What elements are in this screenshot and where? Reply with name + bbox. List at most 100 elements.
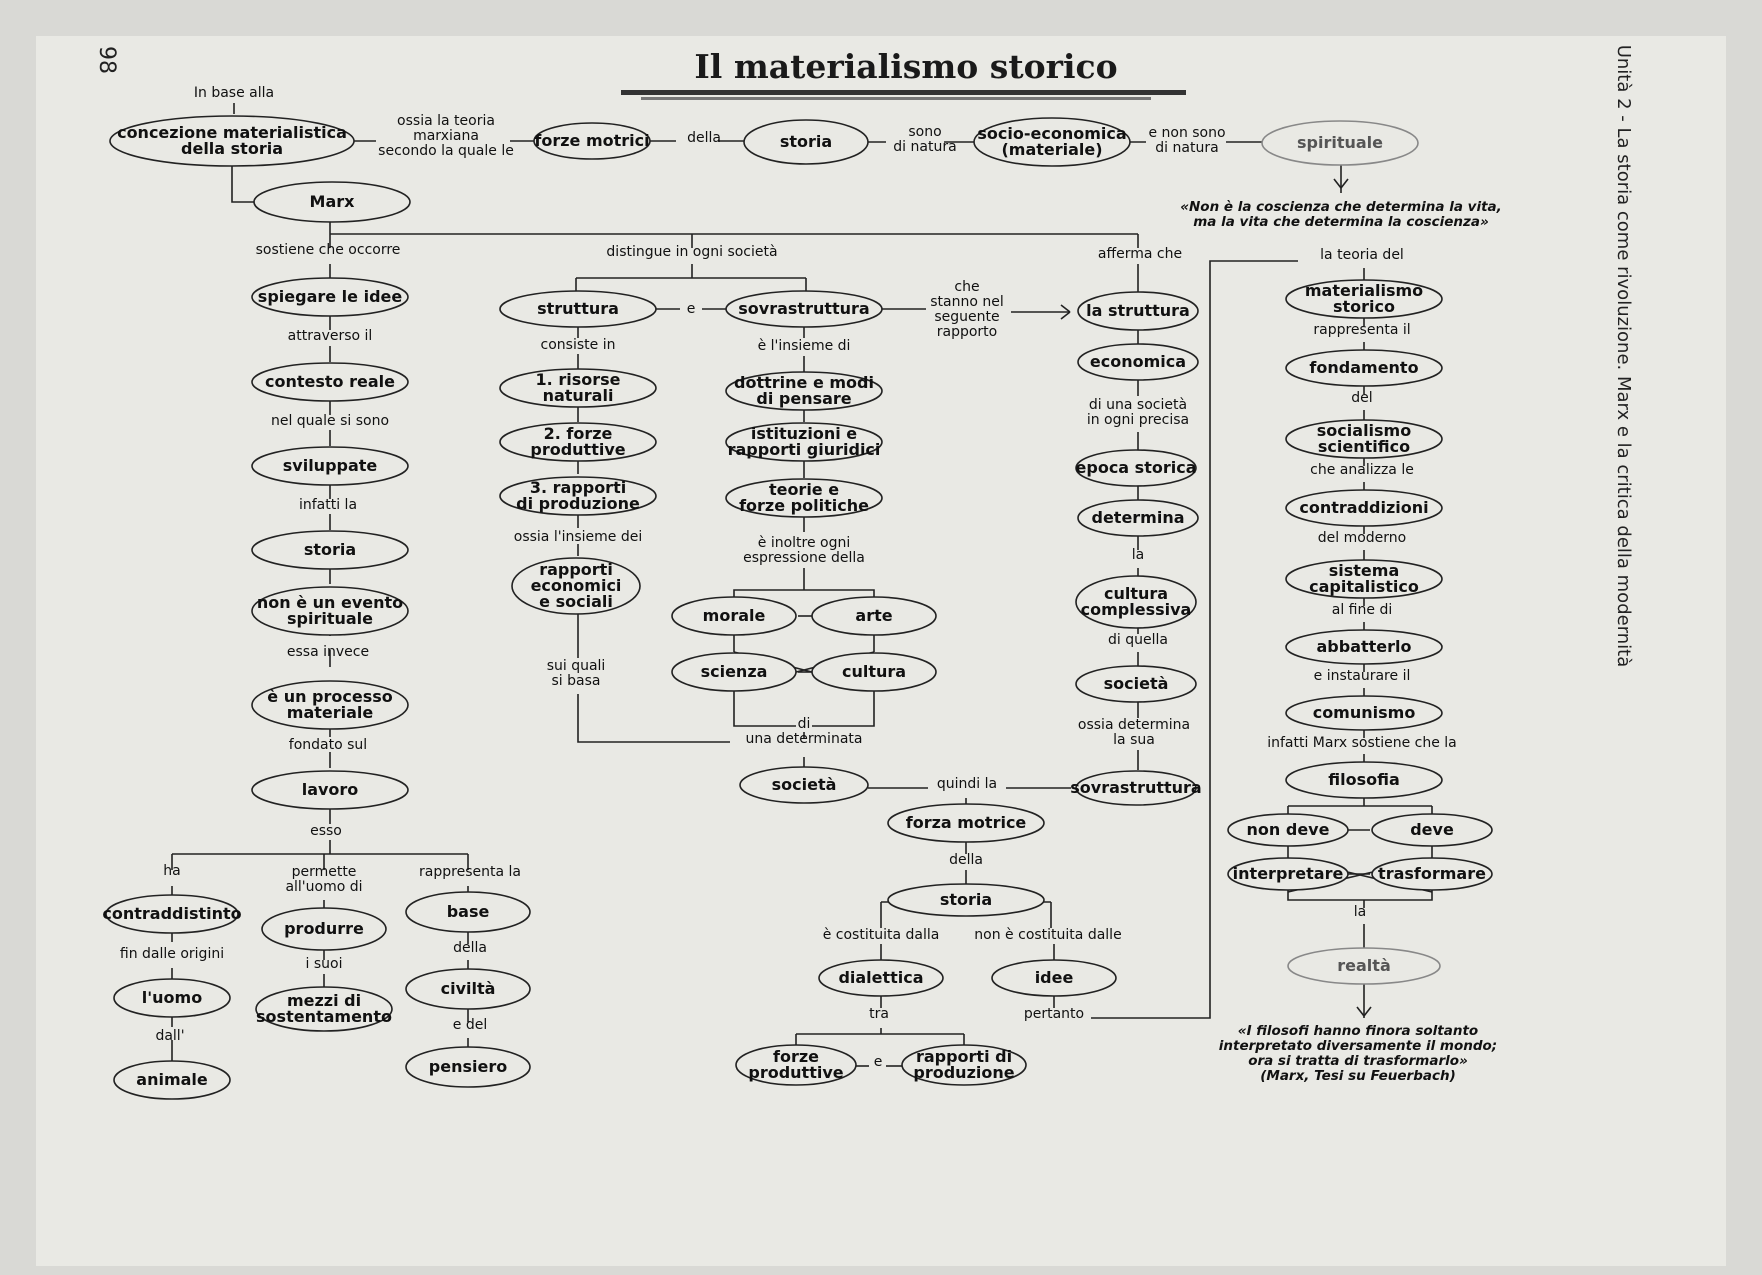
label-quindi: quindi la bbox=[937, 776, 997, 792]
svg-text:determina: determina bbox=[1091, 508, 1184, 527]
label-e-forze: e bbox=[874, 1054, 883, 1070]
node-contesto-reale: contesto reale bbox=[251, 362, 409, 402]
textbook-page: Il materialismo storico 98 Unità 2 - La … bbox=[36, 36, 1726, 1266]
svg-text:trasformare: trasformare bbox=[1378, 864, 1486, 883]
svg-text:socio-economica(materiale): socio-economica(materiale) bbox=[977, 124, 1126, 159]
node-spirituale: spirituale bbox=[1261, 120, 1419, 166]
node-determina: determina bbox=[1077, 499, 1199, 537]
label-esso: esso bbox=[310, 823, 342, 839]
label-costituita: è costituita dalla bbox=[823, 927, 940, 943]
svg-text:morale: morale bbox=[703, 606, 766, 625]
svg-text:forze motrici: forze motrici bbox=[534, 131, 649, 150]
node-uomo: l'uomo bbox=[113, 978, 231, 1018]
node-realta: realtà bbox=[1287, 947, 1441, 985]
svg-text:contraddizioni: contraddizioni bbox=[1299, 498, 1428, 517]
label-infatti-la: infatti la bbox=[299, 497, 357, 513]
svg-text:pensiero: pensiero bbox=[429, 1057, 507, 1076]
label-ha: ha bbox=[163, 863, 180, 879]
svg-text:civiltà: civiltà bbox=[441, 979, 496, 998]
page-number: 98 bbox=[94, 46, 119, 74]
node-non-deve: non deve bbox=[1227, 813, 1349, 847]
node-societa-center: società bbox=[739, 766, 869, 804]
svg-text:produrre: produrre bbox=[284, 919, 364, 938]
node-abbatterlo: abbatterlo bbox=[1285, 629, 1443, 665]
svg-text:storia: storia bbox=[940, 890, 992, 909]
label-attraverso: attraverso il bbox=[288, 328, 373, 344]
node-trasformare: trasformare bbox=[1371, 857, 1493, 891]
node-filosofia: filosofia bbox=[1285, 761, 1443, 799]
node-civilta: civiltà bbox=[405, 968, 531, 1010]
label-che-analizza: che analizza le bbox=[1310, 462, 1414, 478]
node-forze-motrici: forze motrici bbox=[533, 122, 651, 160]
label-pertanto: pertanto bbox=[1024, 1006, 1084, 1022]
svg-text:realtà: realtà bbox=[1337, 956, 1390, 975]
svg-text:economica: economica bbox=[1090, 352, 1186, 371]
node-la-struttura: la struttura bbox=[1077, 291, 1199, 331]
label-la: la bbox=[1132, 547, 1144, 563]
label-i-suoi: i suoi bbox=[306, 956, 343, 972]
svg-text:epoca storica: epoca storica bbox=[1076, 458, 1197, 477]
label-nel-quale: nel quale si sono bbox=[271, 413, 389, 429]
svg-text:spiegare le idee: spiegare le idee bbox=[258, 287, 403, 306]
label-rappresenta-il: rappresenta il bbox=[1313, 322, 1410, 338]
node-produrre: produrre bbox=[261, 907, 387, 951]
title-underline bbox=[621, 90, 1186, 95]
node-cultura: cultura bbox=[811, 652, 937, 692]
label-afferma: afferma che bbox=[1098, 246, 1182, 262]
svg-text:non deve: non deve bbox=[1247, 820, 1330, 839]
node-interpretare: interpretare bbox=[1227, 857, 1349, 891]
svg-text:società: società bbox=[1104, 674, 1169, 693]
label-distingue: distingue in ogni società bbox=[606, 244, 777, 260]
node-sviluppate: sviluppate bbox=[251, 446, 409, 486]
svg-text:idee: idee bbox=[1035, 968, 1074, 987]
title-underline-shadow bbox=[641, 97, 1151, 100]
label-tra: tra bbox=[869, 1006, 889, 1022]
label-infatti-marx: infatti Marx sostiene che la bbox=[1267, 735, 1457, 751]
node-contraddizioni: contraddizioni bbox=[1285, 489, 1443, 527]
node-dialettica: dialettica bbox=[818, 959, 944, 997]
svg-text:contraddistinto: contraddistinto bbox=[102, 904, 241, 923]
svg-text:lavoro: lavoro bbox=[302, 780, 359, 799]
node-scienza: scienza bbox=[671, 652, 797, 692]
label-ossia-insieme: ossia l'insieme dei bbox=[514, 529, 642, 545]
node-morale: morale bbox=[671, 596, 797, 636]
node-contraddistinto: contraddistinto bbox=[102, 894, 242, 934]
concept-map: Il materialismo storico 98 Unità 2 - La … bbox=[94, 45, 1634, 1100]
label-del: del bbox=[1351, 390, 1372, 406]
node-lavoro: lavoro bbox=[251, 770, 409, 810]
page-title: Il materialismo storico bbox=[694, 47, 1117, 86]
svg-text:interpretare: interpretare bbox=[1233, 864, 1344, 883]
svg-text:l'uomo: l'uomo bbox=[142, 988, 202, 1007]
svg-text:società: società bbox=[772, 775, 837, 794]
svg-text:comunismo: comunismo bbox=[1313, 703, 1416, 722]
label-del-moderno: del moderno bbox=[1318, 530, 1407, 546]
node-storia: storia bbox=[743, 119, 869, 165]
label-rappresenta-la: rappresenta la bbox=[419, 864, 521, 880]
node-arte: arte bbox=[811, 596, 937, 636]
